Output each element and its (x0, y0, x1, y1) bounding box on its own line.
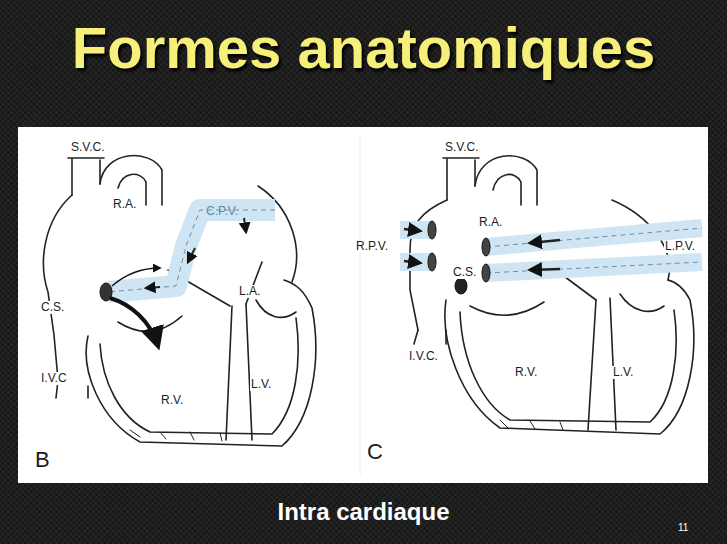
slide-title: Formes anatomiques (0, 14, 727, 81)
drawing-path (100, 318, 298, 434)
vein-band-label: C.P.V. (206, 201, 238, 219)
vein-ostium (428, 221, 436, 239)
anatomy-label: L.V. (250, 378, 272, 391)
flow-arrow (112, 268, 160, 286)
slide-caption: Intra cardiaque (0, 498, 727, 526)
anatomy-label: I.V.C. (408, 350, 439, 363)
panel-letter: B (34, 448, 51, 472)
vein-centerline (486, 228, 702, 273)
anatomy-label: R.A. (112, 198, 137, 211)
anatomy-label: S.V.C. (70, 141, 106, 154)
vein-ostium (482, 238, 490, 256)
flow-arrow (110, 298, 158, 346)
anatomy-label: R.A. (478, 216, 503, 229)
drawing-path (445, 280, 694, 434)
anatomy-label: R.V. (160, 394, 184, 407)
drawing-path (500, 420, 563, 430)
vein-tube (400, 221, 432, 239)
drawing-path (43, 195, 72, 380)
figure-panel (18, 127, 708, 483)
anatomy-label: R.V. (514, 366, 538, 379)
anatomy-label: S.V.C. (444, 141, 480, 154)
right-pulmonary-veins (400, 221, 436, 271)
panel-letter: C (366, 440, 384, 464)
flow-arrow (146, 287, 160, 288)
anatomy-label: L.A. (238, 285, 261, 298)
drawing-path (443, 158, 479, 200)
coronary-sinus (455, 278, 467, 294)
vein-tube (400, 253, 432, 271)
drawing-path (414, 330, 446, 344)
flow-arrow (530, 269, 560, 270)
anatomy-label: R.P.V. (355, 240, 389, 253)
drawing-path (86, 280, 315, 446)
anatomy-label: C.S. (40, 301, 65, 314)
drawing-path (475, 156, 537, 205)
anatomy-label: L.P.V. (664, 240, 696, 253)
drawing-path (256, 300, 296, 317)
drawing-path (460, 310, 676, 422)
flow-arrow (244, 218, 246, 232)
heart-c-outline (410, 156, 694, 434)
drawing-path (493, 174, 521, 205)
left-pulmonary-veins (482, 228, 702, 282)
drawing-path (130, 430, 222, 441)
drawing-path (620, 294, 664, 311)
flow-arrow (404, 261, 420, 263)
panel-divider (360, 135, 361, 475)
flow-arrow (530, 240, 560, 243)
heart-b-outline (43, 156, 315, 446)
flow-arrow (188, 248, 195, 262)
common-pulmonary-vein (108, 210, 275, 292)
anatomy-label: C.S. (452, 266, 477, 279)
anatomy-label: L.V. (612, 366, 634, 379)
anatomy-label: I.V.C (40, 372, 68, 385)
vein-ostium (482, 264, 490, 282)
drawing-path (226, 304, 252, 440)
page-number: 11 (678, 522, 688, 533)
vein-centerline (108, 210, 275, 292)
flow-arrow (404, 229, 420, 231)
vein-ostium (428, 253, 436, 271)
band-text: C.P.V. (206, 204, 238, 218)
drawing-path (588, 298, 616, 430)
drawing-path (68, 158, 104, 195)
drawing-path (470, 302, 544, 315)
